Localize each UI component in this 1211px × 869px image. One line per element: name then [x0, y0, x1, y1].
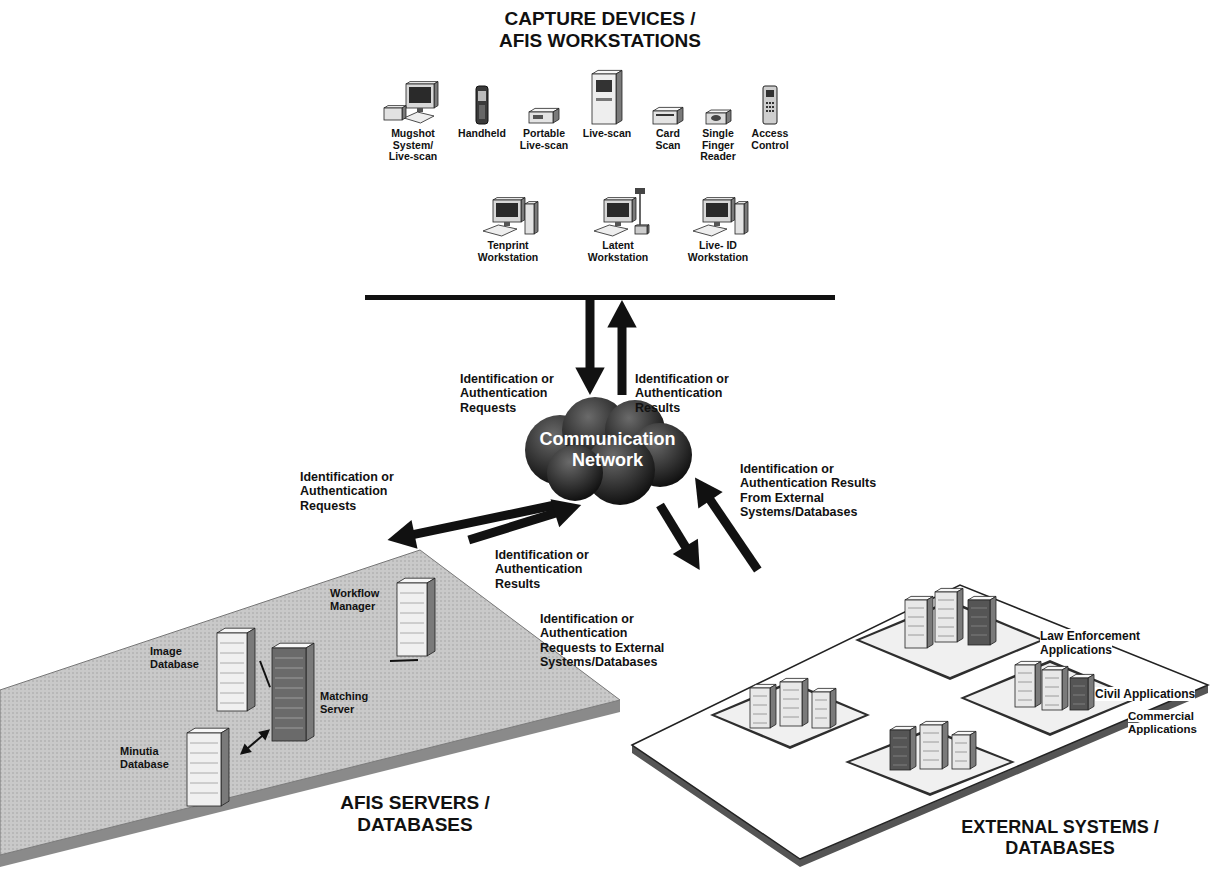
device-icon: [760, 84, 780, 126]
application-label: Commercial Applications: [1128, 710, 1208, 736]
device-icon: [527, 102, 561, 126]
node-label: AFIS SERVERS / DATABASES: [320, 792, 510, 836]
device-icon: [589, 66, 625, 126]
node-label: Live-scan: [581, 128, 633, 140]
capture-device: Tenprint Workstation: [472, 194, 544, 263]
node-label: Portable Live-scan: [516, 128, 572, 151]
node-label: Communication Network: [532, 429, 683, 470]
server-icon: [270, 640, 316, 745]
edge-label: Identification or Authentication Results: [495, 548, 615, 591]
node-label: Minutia Database: [120, 745, 180, 770]
capture-device: Mugshot System/ Live-scan: [382, 78, 444, 163]
server-cabinet: Image Database: [150, 625, 260, 715]
edge-label: Identification or Authentication Request…: [460, 372, 580, 415]
node-label: Card Scan: [650, 128, 686, 151]
link-line: [390, 660, 418, 661]
capture-device: Single Finger Reader: [696, 104, 740, 163]
node-label: Single Finger Reader: [696, 128, 740, 163]
device-icon: [477, 194, 539, 238]
device-icon: [586, 186, 650, 238]
node-label: Handheld: [457, 128, 507, 140]
server-cabinet: Matching Server: [270, 640, 390, 745]
node-label: Access Control: [748, 128, 792, 151]
edge-label: Identification or Authentication Results…: [740, 462, 882, 520]
flow-arrow: [607, 300, 636, 395]
edge-label: Identification or Authentication Request…: [540, 612, 675, 670]
device-icon: [651, 100, 685, 126]
device-icon: [474, 84, 490, 126]
server-icon: [185, 725, 231, 810]
capture-device: Portable Live-scan: [516, 102, 572, 151]
application-label: Law Enforcement Applications: [1040, 630, 1152, 658]
node-label: Matching Server: [320, 690, 388, 715]
label-text: Civil Applications: [1095, 687, 1195, 701]
application-label: Civil Applications: [1095, 688, 1207, 702]
node-label: Live- ID Workstation: [682, 240, 754, 263]
server-icon: [215, 625, 257, 715]
server-cabinet: Workflow Manager: [330, 575, 440, 660]
flow-arrow: [660, 505, 700, 570]
node-label: Mugshot System/ Live-scan: [382, 128, 444, 163]
node-label: Tenprint Workstation: [472, 240, 544, 263]
node-label: Workflow Manager: [330, 587, 390, 612]
device-icon: [382, 78, 444, 126]
link-line: [240, 729, 270, 755]
capture-device: Latent Workstation: [582, 186, 654, 263]
capture-device: Access Control: [748, 84, 792, 151]
label-text: Law Enforcement Applications: [1040, 629, 1140, 657]
capture-device: Live- ID Workstation: [682, 194, 754, 263]
node-label: Latent Workstation: [582, 240, 654, 263]
node-label: Image Database: [150, 645, 210, 670]
edge-label: Identification or Authentication Results: [635, 372, 755, 415]
device-icon: [687, 194, 749, 238]
capture-device: Handheld: [457, 84, 507, 140]
capture-device: Live-scan: [581, 66, 633, 140]
server-icon: [395, 575, 437, 660]
capture-device: Card Scan: [650, 100, 686, 151]
link-line: [260, 661, 270, 687]
edge-label: Identification or Authentication Request…: [300, 470, 425, 513]
device-icon: [703, 104, 733, 126]
server-platform: EXTERNAL SYSTEMS / DATABASES: [630, 570, 1211, 869]
node-label: EXTERNAL SYSTEMS / DATABASES: [940, 817, 1180, 858]
device-group: CAPTURE DEVICES / AFIS WORKSTATIONS Mugsh…: [365, 0, 835, 300]
flow-arrow: [469, 499, 582, 540]
server-cabinet: Minutia Database: [120, 725, 240, 810]
label-text: Commercial Applications: [1128, 710, 1197, 735]
flow-arrow: [575, 300, 604, 395]
node-label: CAPTURE DEVICES / AFIS WORKSTATIONS: [485, 8, 715, 52]
